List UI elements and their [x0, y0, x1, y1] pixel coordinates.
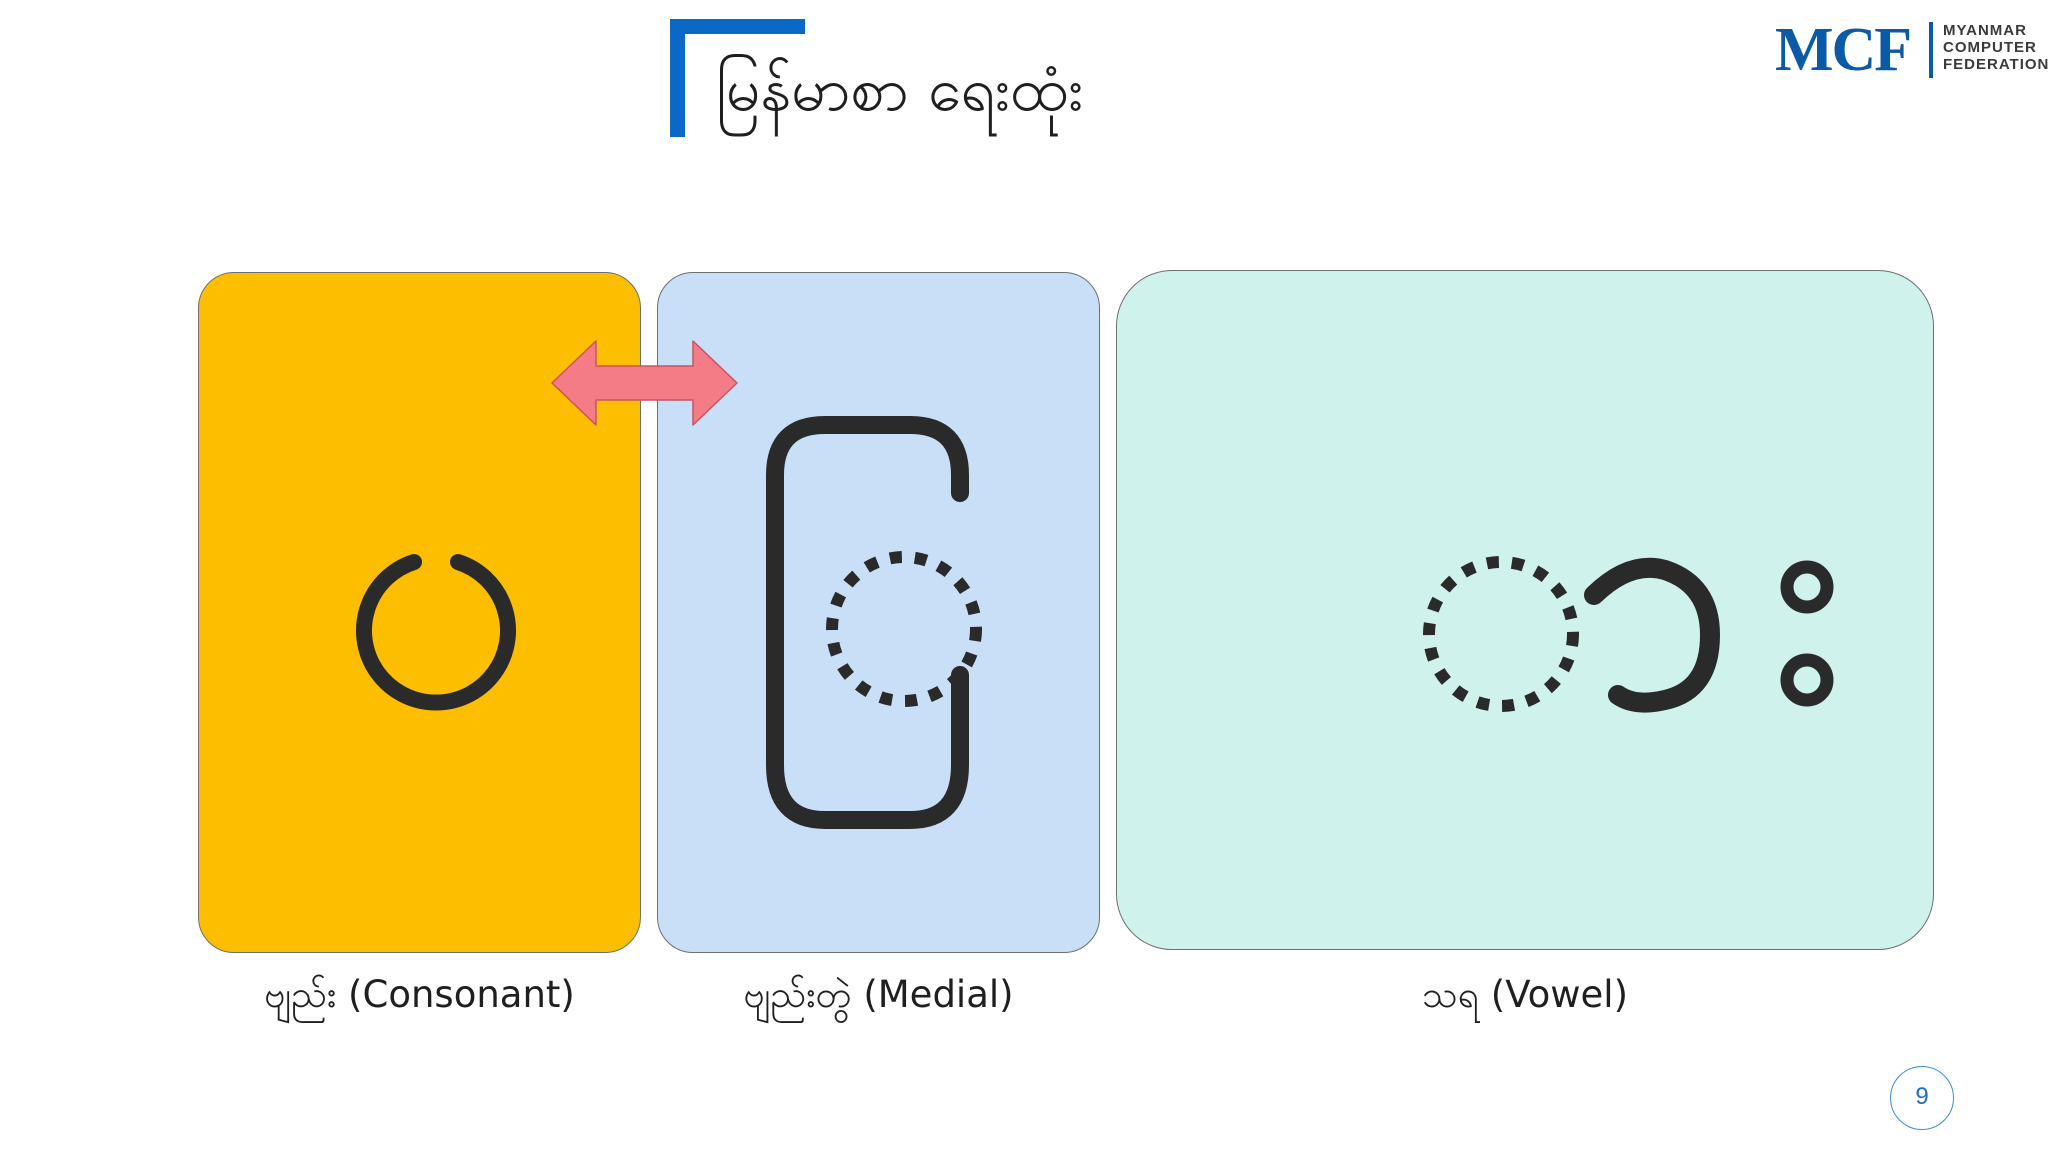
ra-medial-icon	[766, 416, 982, 829]
logo-line-2: COMPUTER	[1943, 39, 2037, 56]
medial-caption: ဗျည်းတွဲ (Medial)	[743, 973, 1014, 1016]
pa-letter-icon	[356, 554, 516, 711]
logo-line-3: FEDERATION	[1943, 56, 2048, 73]
title-bracket-accent	[670, 19, 685, 137]
logo-mark: MCF	[1775, 16, 1912, 84]
mcf-logo: MCF MYANMAR COMPUTER FEDERATION	[1775, 16, 2048, 84]
consonant-caption: ဗျည်း (Consonant)	[264, 973, 575, 1016]
aa-visarga-vowel-icon	[1423, 556, 1834, 713]
logo-divider	[1929, 22, 1933, 78]
logo-line-1: MYANMAR	[1943, 22, 2027, 39]
vowel-caption: သရ (Vowel)	[1421, 973, 1629, 1016]
double-headed-arrow-icon	[551, 340, 738, 426]
logo-wordmark: MYANMAR COMPUTER FEDERATION	[1943, 22, 2048, 73]
title-bracket-accent-top	[670, 19, 805, 34]
slide-title: မြန်မာစာ ရေးထုံး	[716, 55, 1084, 125]
page-number-badge: 9	[1890, 1066, 1954, 1130]
